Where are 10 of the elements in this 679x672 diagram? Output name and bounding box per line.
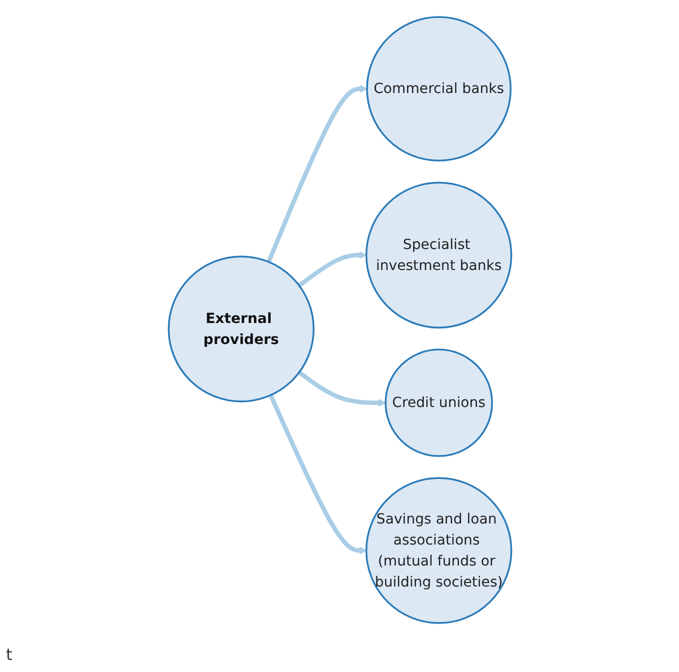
arrow	[268, 394, 367, 554]
text-fragment: t	[6, 645, 12, 664]
arrow	[298, 370, 386, 407]
arrow	[266, 84, 368, 263]
arrow	[298, 251, 367, 288]
node-circle: Savings and loan associations (mutual funds or building societies)	[365, 477, 512, 624]
node-circle: Credit unions	[384, 348, 493, 457]
node-circle: Commercial banks	[366, 16, 512, 162]
node-circle: External providers	[168, 256, 315, 402]
node-circle: Specialist investment banks	[365, 182, 512, 328]
